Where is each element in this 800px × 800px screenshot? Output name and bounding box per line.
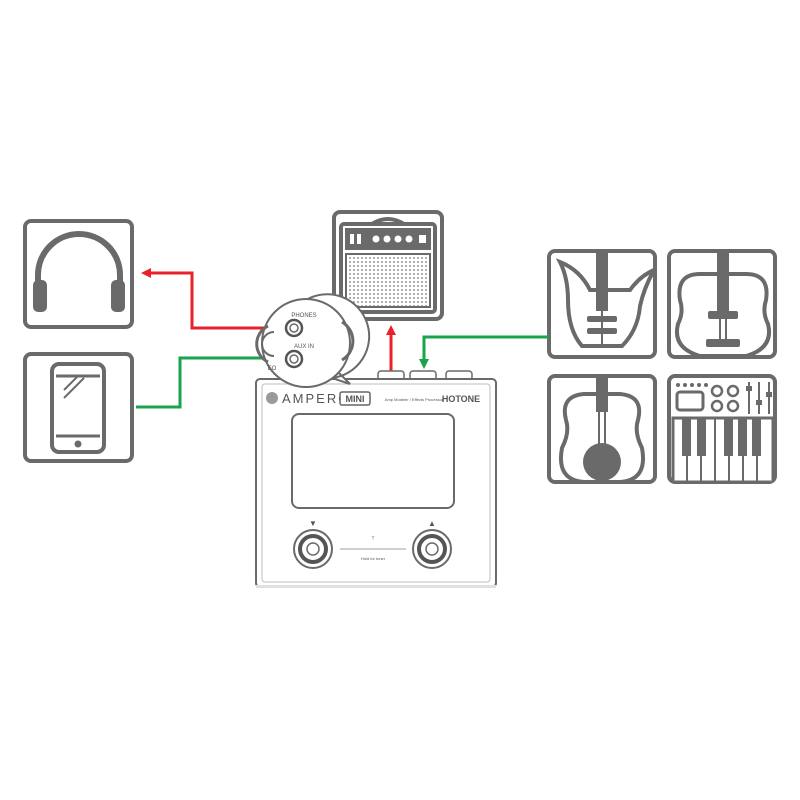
brand-logo: AMPERO MINI: [266, 391, 371, 406]
left-footswitch: [293, 529, 333, 569]
model-name: MINI: [346, 394, 365, 404]
electric-guitar-icon: [555, 251, 655, 348]
headphones-icon: [33, 231, 125, 312]
acoustic-guitar-icon: [675, 251, 771, 357]
left-switch-glyph: ▼: [309, 519, 317, 528]
svg-text:ᵀ: ᵀ: [372, 536, 375, 543]
smartphone-icon: [50, 362, 106, 454]
phones-jack: [284, 318, 304, 338]
smartphone-tile: [23, 352, 134, 463]
keyboard-tile: [667, 374, 777, 484]
device-screen: [291, 413, 455, 509]
ampero-mini-device: AMPERO MINI Amp Modeler / Effects Proces…: [255, 370, 497, 588]
headphones-tile: [23, 219, 134, 329]
partial-jack-label: EO: [268, 366, 277, 372]
footswitch-hint: Hold for tuner: [361, 556, 386, 561]
aux-input-arrow: [136, 353, 293, 409]
keyboard-synth-icon: [671, 380, 775, 482]
classical-guitar-tile: [547, 374, 657, 484]
aux-in-jack-label: AUX IN: [294, 344, 314, 350]
brand-name: AMPERO: [282, 391, 350, 406]
amplifier-icon: [339, 217, 437, 314]
classical-guitar-icon: [559, 376, 645, 482]
device-subtitle: Amp Modeler / Effects Processor: [385, 397, 444, 402]
right-footswitch: [412, 529, 452, 569]
jack-callout: PHONES AUX IN EO: [255, 293, 371, 388]
phones-jack-label: PHONES: [291, 313, 316, 319]
phones-output-arrow: [141, 268, 290, 330]
electric-guitar-tile: [547, 249, 657, 359]
maker-logo: HOTONE: [442, 394, 480, 404]
instrument-input-arrow: [419, 335, 549, 369]
connection-arrows: [136, 268, 549, 409]
aux-in-jack: [284, 349, 304, 369]
amplifier-tile: [332, 210, 444, 321]
right-switch-glyph: ▲: [428, 519, 436, 528]
acoustic-guitar-tile: [667, 249, 777, 359]
